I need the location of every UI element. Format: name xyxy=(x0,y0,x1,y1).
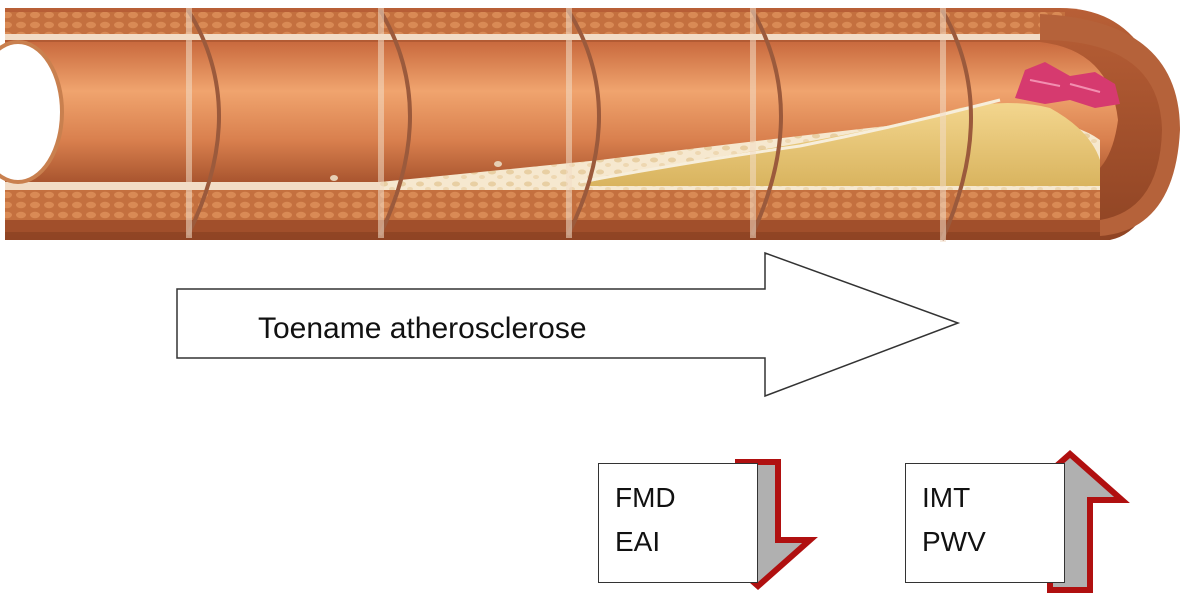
artery-illustration xyxy=(0,8,1180,242)
increasing-markers-box: IMT PWV xyxy=(905,463,1065,583)
marker-pwv: PWV xyxy=(922,520,1064,564)
vessel-top-layer xyxy=(5,12,1065,34)
marker-eai: EAI xyxy=(615,520,757,564)
progression-label: Toename atherosclerose xyxy=(258,312,587,346)
vessel-bottom-layer xyxy=(5,190,1100,220)
marker-imt: IMT xyxy=(922,476,1064,520)
decreasing-markers-box: FMD EAI xyxy=(598,463,758,583)
marker-fmd: FMD xyxy=(615,476,757,520)
